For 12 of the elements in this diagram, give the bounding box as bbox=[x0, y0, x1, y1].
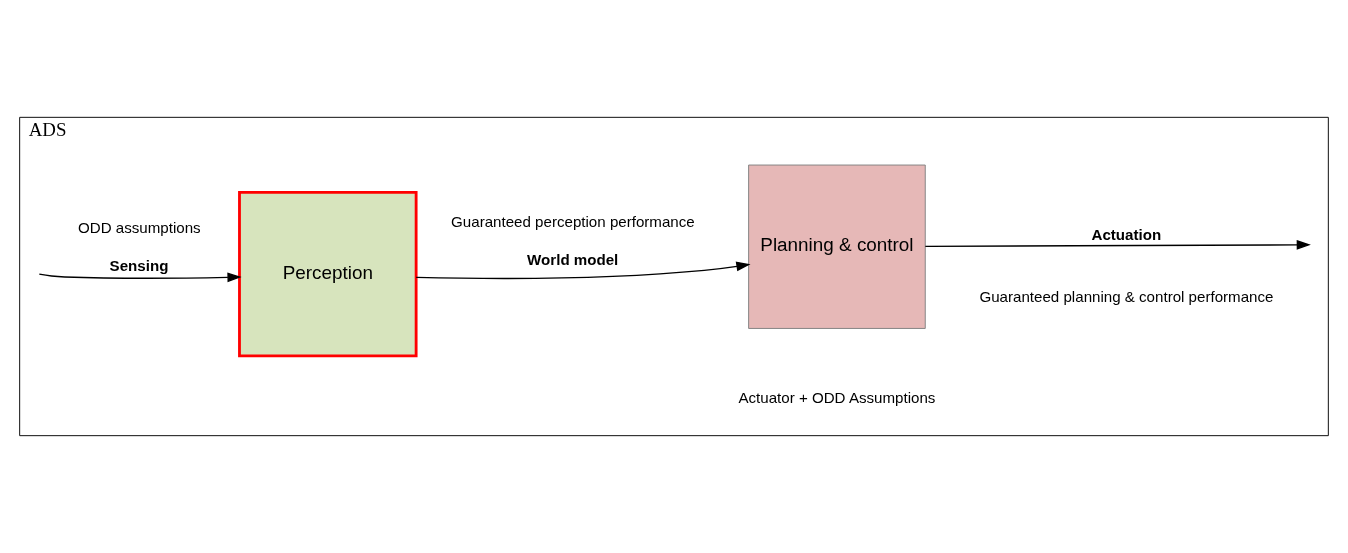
node-box: Perception bbox=[238, 191, 418, 358]
node-box: Planning & control bbox=[748, 164, 926, 329]
edge-label: Sensing bbox=[109, 257, 169, 275]
arrow bbox=[924, 239, 1311, 250]
label: Guaranteed planning & control performance bbox=[979, 288, 1274, 306]
node-label: Actuator + ODD Assumptions bbox=[738, 389, 936, 407]
label: ODD assumptions bbox=[78, 219, 201, 237]
edge-label: World model bbox=[527, 250, 619, 268]
arrow bbox=[38, 272, 242, 283]
edge-label: Actuation bbox=[1091, 225, 1162, 243]
label: Guaranteed perception performance bbox=[451, 212, 695, 230]
arrow bbox=[415, 261, 751, 280]
